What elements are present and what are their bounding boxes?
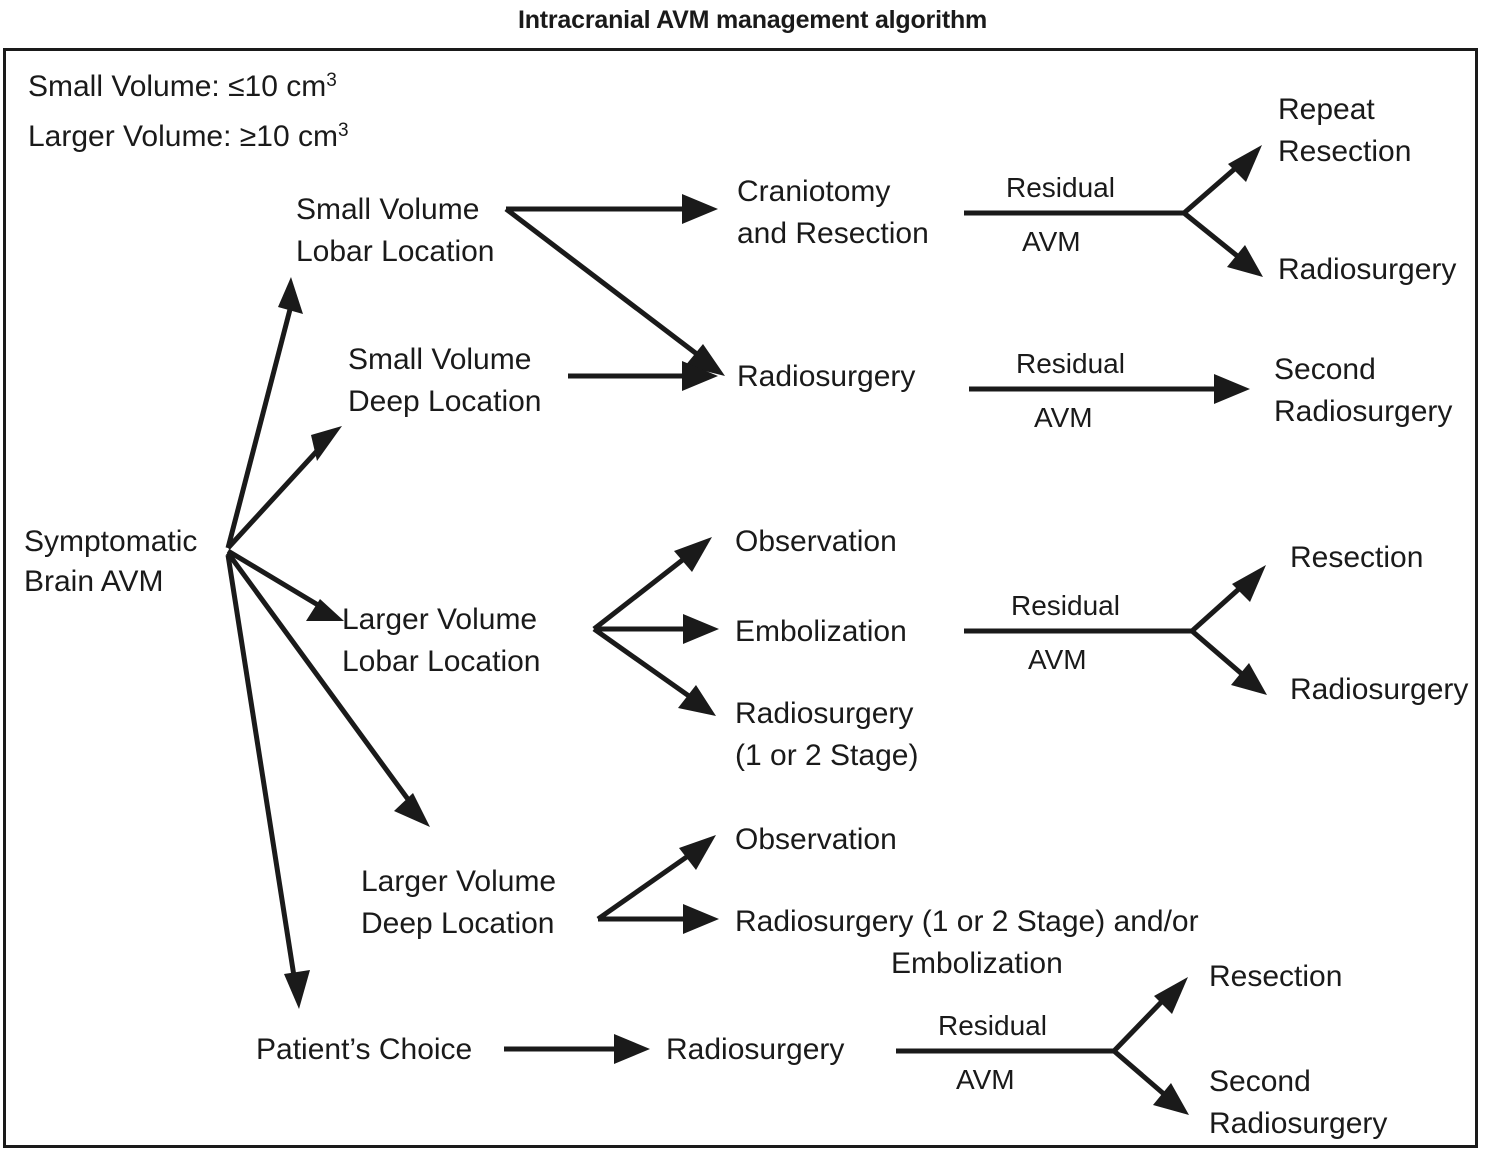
edge-patient-choice-to-radiosurgery [504,1034,650,1064]
legend-larger-volume: Larger Volume: ≥10 cm3 [28,120,349,153]
node-small-volume-deep-location[interactable]: Small Volume Deep Location [348,343,541,418]
avm-label-mid: AVM [1028,644,1087,675]
larger-deep-line2: Deep Location [361,907,554,940]
resection-mid-label: Resection [1290,541,1423,574]
node-small-volume-lobar-location[interactable]: Small Volume Lobar Location [296,193,495,268]
svg-text:Larger Volume: ≥10 cm3: Larger Volume: ≥10 cm3 [28,120,349,153]
legend-larger-value: ≥10 cm [240,120,338,153]
radiosurgery-top-label: Radiosurgery [1278,253,1456,286]
small-deep-line2: Deep Location [348,385,541,418]
residual-label-mid: Residual [1011,590,1120,621]
observation-lobar-label: Observation [735,525,897,558]
edge-larger-lobar-to-observation [592,537,712,631]
root-label-line1: Symptomatic [24,525,197,558]
edge-larger-deep-to-observation [596,835,716,922]
node-radiosurgery-staged[interactable]: Radiosurgery (1 or 2 Stage) [735,697,918,772]
radiosurgery-emb-line2: Embolization [891,947,1063,980]
edge-small-lobar-to-radiosurgery [504,207,725,376]
node-radiosurgery-mid[interactable]: Radiosurgery [1290,673,1468,706]
edge-residual-to-resection-mid [1190,565,1266,633]
node-embolization[interactable]: Embolization [735,615,907,648]
resection-bottom-label: Resection [1209,960,1342,993]
page-title: Intracranial AVM management algorithm [517,6,988,34]
legend-small-volume: Small Volume: ≤10 cm3 [28,70,337,103]
node-resection-bottom[interactable]: Resection [1209,960,1342,993]
craniotomy-line1: Craniotomy [737,175,890,208]
node-radiosurgery-top-outcome[interactable]: Radiosurgery [1278,253,1456,286]
node-radiosurgery-embolization[interactable]: Radiosurgery (1 or 2 Stage) and/or Embol… [735,905,1199,980]
avm-label-bottom: AVM [956,1064,1015,1095]
radiosurgery-row2-label: Radiosurgery [737,360,915,393]
node-symptomatic-brain-avm[interactable]: Symptomatic Brain AVM [24,525,197,598]
radiosurgery-staged-line1: Radiosurgery [735,697,913,730]
legend-larger-label: Larger Volume: [28,120,231,153]
node-observation-deep[interactable]: Observation [735,823,897,856]
edge-residual-to-radiosurgery-mid [1190,629,1267,695]
residual-label-top: Residual [1006,172,1115,203]
edge-residual-to-second-radiosurgery-bottom [1112,1049,1189,1115]
radiosurgery-staged-line2: (1 or 2 Stage) [735,739,918,772]
larger-lobar-line1: Larger Volume [342,603,537,636]
edge-root-to-larger-deep [225,551,430,827]
node-larger-volume-deep-location[interactable]: Larger Volume Deep Location [361,865,556,940]
second-radiosurgery-bottom-line1: Second [1209,1065,1311,1098]
small-lobar-line2: Lobar Location [296,235,495,268]
embolization-label: Embolization [735,615,907,648]
repeat-resection-line2: Resection [1278,135,1411,168]
observation-deep-label: Observation [735,823,897,856]
edge-small-deep-to-radiosurgery [568,361,718,391]
node-larger-volume-lobar-location[interactable]: Larger Volume Lobar Location [342,603,541,678]
edge-root-to-small-lobar [225,277,303,549]
edge-larger-lobar-to-embolization [594,614,719,644]
larger-lobar-line2: Lobar Location [342,645,541,678]
edge-embolization-residual-avm: Residual AVM [964,590,1192,675]
flowchart-svg: Small Volume: ≤10 cm3 Larger Volume: ≥10… [24,70,1468,1140]
edge-residual-to-repeat-resection [1182,145,1262,215]
craniotomy-line2: and Resection [737,217,929,250]
node-craniotomy-and-resection[interactable]: Craniotomy and Resection [737,175,929,250]
edge-larger-deep-to-radiosurgery-embolization [598,904,719,934]
radiosurgery-choice-label: Radiosurgery [666,1033,844,1066]
node-second-radiosurgery-row2[interactable]: Second Radiosurgery [1274,353,1452,428]
legend-larger-sup: 3 [338,120,349,141]
edge-root-to-larger-lobar [226,548,344,621]
small-deep-line1: Small Volume [348,343,531,376]
node-patients-choice[interactable]: Patient’s Choice [256,1033,472,1066]
residual-label-row2: Residual [1016,348,1125,379]
edge-small-lobar-to-craniotomy [506,194,718,224]
node-radiosurgery-choice[interactable]: Radiosurgery [666,1033,844,1066]
node-second-radiosurgery-bottom[interactable]: Second Radiosurgery [1209,1065,1387,1140]
node-radiosurgery-row2[interactable]: Radiosurgery [737,360,915,393]
repeat-resection-line1: Repeat [1278,93,1375,126]
small-lobar-line1: Small Volume [296,193,479,226]
edge-radiosurgery-residual-avm-row2: Residual AVM [969,348,1250,433]
radiosurgery-mid-label: Radiosurgery [1290,673,1468,706]
edge-root-to-patient-choice [225,554,310,1009]
legend-small-sup: 3 [326,70,337,91]
diagram-frame: Small Volume: ≤10 cm3 Larger Volume: ≥10… [3,48,1478,1148]
edge-residual-to-radiosurgery-top [1182,211,1263,277]
edge-root-to-small-deep [226,426,342,550]
svg-text:Small Volume: ≤10 cm3: Small Volume: ≤10 cm3 [28,70,337,103]
node-observation-lobar[interactable]: Observation [735,525,897,558]
node-resection-mid[interactable]: Resection [1290,541,1423,574]
residual-label-bottom: Residual [938,1010,1047,1041]
second-radiosurgery-row2-line1: Second [1274,353,1376,386]
patient-choice-label: Patient’s Choice [256,1033,472,1066]
edge-larger-lobar-to-radiosurgery-staged [592,626,716,716]
second-radiosurgery-bottom-line2: Radiosurgery [1209,1107,1387,1140]
edge-residual-to-resection-bottom [1112,977,1188,1053]
root-label-line2: Brain AVM [24,565,164,598]
second-radiosurgery-row2-line2: Radiosurgery [1274,395,1452,428]
edge-craniotomy-residual-avm: Residual AVM [964,172,1184,257]
node-repeat-resection[interactable]: Repeat Resection [1278,93,1411,168]
avm-label-top: AVM [1022,226,1081,257]
larger-deep-line1: Larger Volume [361,865,556,898]
edge-radiosurgery-choice-residual-avm: Residual AVM [896,1010,1114,1095]
legend-small-value: ≤10 cm [228,70,326,103]
legend-small-label: Small Volume: [28,70,220,103]
radiosurgery-emb-line1: Radiosurgery (1 or 2 Stage) and/or [735,905,1199,938]
avm-label-row2: AVM [1034,402,1093,433]
